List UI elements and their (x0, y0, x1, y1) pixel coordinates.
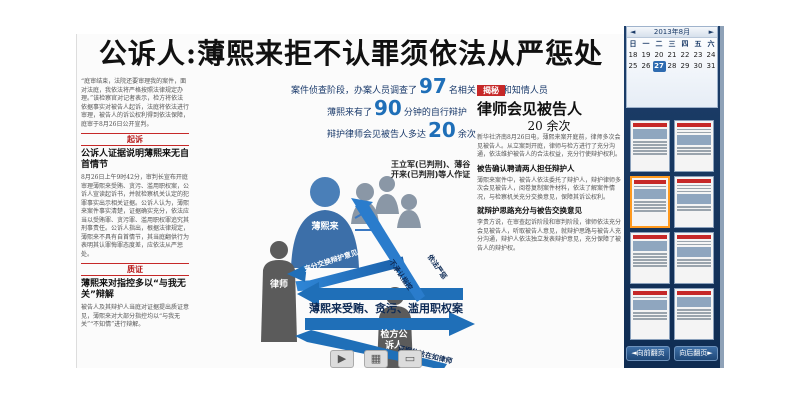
calendar-next-icon[interactable]: ► (708, 28, 714, 36)
calendar-day-selected[interactable]: 27 (652, 61, 666, 72)
page-thumbnail[interactable] (674, 232, 714, 284)
calendar-day[interactable]: 20 (654, 51, 664, 59)
calendar-day[interactable]: 19 (641, 51, 651, 59)
cross-exam-paragraph: 被告人及其辩护人当庭对证据提出质证意见，薄熙来对大部分指控均以“与我无关”“不知… (81, 304, 190, 328)
calendar-weekday: 三 (668, 40, 676, 48)
right-subheading-2: 就辩护思路充分与被告交换意见 (477, 206, 582, 215)
calendar-weekday: 一 (642, 40, 650, 48)
calendar-day[interactable]: 24 (706, 51, 716, 59)
calendar-weekday: 二 (655, 40, 663, 48)
section-heading-cross-exam: 质证 (81, 263, 189, 276)
calendar-day[interactable]: 18 (628, 51, 638, 59)
arrow-label-core-case: 薄熙来受贿、贪污、滥用职权案 (309, 302, 463, 315)
calendar-weekday: 六 (707, 40, 715, 48)
page-thumbnail[interactable] (630, 288, 670, 340)
grid-icon[interactable]: ▦ (364, 350, 388, 368)
page-thumbnail[interactable] (674, 176, 714, 228)
trial-infographic: 案件侦查阶段，办案人员调查了97名相关当事人和知情人员 薄熙来有了90分钟的自行… (187, 74, 548, 368)
right-tag: 揭秘 (477, 85, 505, 96)
print-icon[interactable]: ▭ (398, 350, 422, 368)
stat-defense-pre: 薄熙来有了 (327, 108, 373, 118)
section-heading-prosecution: 起诉 (81, 133, 189, 146)
stat-investigation-number: 97 (419, 74, 447, 98)
calendar-day[interactable]: 31 (706, 62, 716, 70)
stat-meetings-post: 余次 (457, 130, 476, 140)
right-paragraph-3: 李贵方说，在审查起诉阶段和审判阶段，律师依法充分会见被告人，听取被告人意见，就辩… (477, 219, 622, 252)
prosecutor-label: 检方公诉人 (380, 330, 408, 351)
stat-investigation-pre: 案件侦查阶段，办案人员调查了 (291, 86, 418, 96)
prosecution-paragraph: 8月26日上午9时42分，审判长宣布开庭审理薄熙来受贿、贪污、滥用职权案，公诉人… (81, 174, 190, 258)
page-thumbnail[interactable] (674, 288, 714, 340)
stat-meetings-pre: 辩护律师会见被告人多达 (327, 130, 427, 140)
subheading-no-surrender: 公诉人证据说明薄熙来无自首情节 (81, 149, 190, 170)
page-headline: 公诉人:薄熙来拒不认罪须依法从严惩处 (98, 37, 604, 70)
calendar-prev-icon[interactable]: ◄ (630, 28, 636, 36)
calendar-weekday: 五 (694, 40, 702, 48)
calendar-day[interactable]: 28 (667, 62, 677, 70)
reader-toolbar: ▶ ▦ ▭ (330, 350, 440, 368)
stat-defense-number: 90 (374, 96, 402, 120)
calendar-header: ◄ 2013年8月 ► (627, 27, 717, 38)
calendar-weekday: 日 (629, 40, 637, 48)
lawyer-figure (261, 241, 297, 342)
calendar-day[interactable]: 25 (628, 62, 638, 70)
witness-label: 王立军(已判刑)、薄谷开来(已判刑)等人作证 (391, 160, 471, 179)
lawyer-label: 律师 (269, 280, 288, 290)
page-thumbnail[interactable] (674, 120, 714, 172)
calendar-day[interactable]: 21 (667, 51, 677, 59)
right-subheading-1: 被告确认聘请两人担任辩护人 (477, 163, 575, 173)
defendant-label: 薄熙来 (311, 222, 339, 232)
defendant-figure (291, 177, 359, 268)
calendar-title: 2013年8月 (653, 28, 691, 36)
right-title: 律师会见被告人 (477, 100, 583, 118)
subheading-denial: 薄熙来对指控多以“与我无关”辩解 (81, 279, 186, 300)
calendar-day[interactable]: 29 (680, 62, 690, 70)
calendar-day[interactable]: 22 (680, 51, 690, 59)
left-column: “庭审结束，法院还要审理我的案件，面对法庭，我依法将严格按照法律规定办理。”该检… (81, 78, 189, 330)
right-paragraph-2: 薄熙来案件中，被告人依法委托了辩护人，辩护律师多次会见被告人，阅卷复制案件材料，… (477, 176, 622, 201)
intro-paragraph: “庭审结束，法院还要审理我的案件，面对法庭，我依法将严格按照法律规定办理。”该检… (81, 78, 190, 128)
page-thumbnail[interactable] (630, 232, 670, 284)
newspaper-page[interactable]: 公诉人:薄熙来拒不认罪须依法从严惩处 “庭审结束，法院还要审理我的案件，面对法庭… (76, 34, 624, 368)
calendar-day[interactable]: 26 (641, 62, 651, 70)
prev-page-button[interactable]: ◄向前翻页 (626, 346, 670, 361)
right-paragraph-1: 新华社济南8月26日电，薄熙来案开庭前，律师多次会见被告人。从立案到开庭，律师与… (477, 134, 622, 158)
panel-edge-scrollbar[interactable] (720, 26, 724, 368)
play-icon[interactable]: ▶ (330, 350, 354, 368)
calendar-weekday: 四 (681, 40, 689, 48)
right-column: 揭秘 律师会见被告人 20 余次 新华社济南8月26日电，薄熙来案开庭前，律师多… (477, 78, 621, 253)
stat-meetings-number: 20 (428, 118, 456, 142)
page-thumbnail-current[interactable] (630, 176, 670, 228)
next-page-button[interactable]: 向后翻页► (674, 346, 718, 361)
page-thumbnail[interactable] (630, 120, 670, 172)
right-subtitle: 20 余次 (527, 119, 571, 133)
calendar-day[interactable]: 23 (693, 51, 703, 59)
calendar-day[interactable]: 30 (693, 62, 703, 70)
stat-defense-post: 分钟的自行辩护 (403, 108, 467, 118)
